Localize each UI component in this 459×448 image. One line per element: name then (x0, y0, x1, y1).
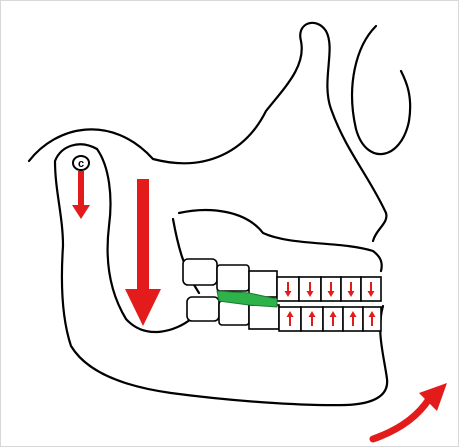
condyle-marker: c (73, 156, 89, 170)
upper-molar-1 (183, 259, 217, 285)
condyle-label: c (78, 158, 84, 170)
condyle-down-arrow (72, 171, 90, 219)
upper-tooth-3 (249, 271, 277, 297)
upper-molar-2 (217, 265, 249, 291)
mandible-down-arrow (125, 179, 161, 326)
orbit-outline (352, 26, 410, 154)
lower-molar-1 (187, 297, 219, 321)
lower-tooth-3 (249, 305, 279, 329)
